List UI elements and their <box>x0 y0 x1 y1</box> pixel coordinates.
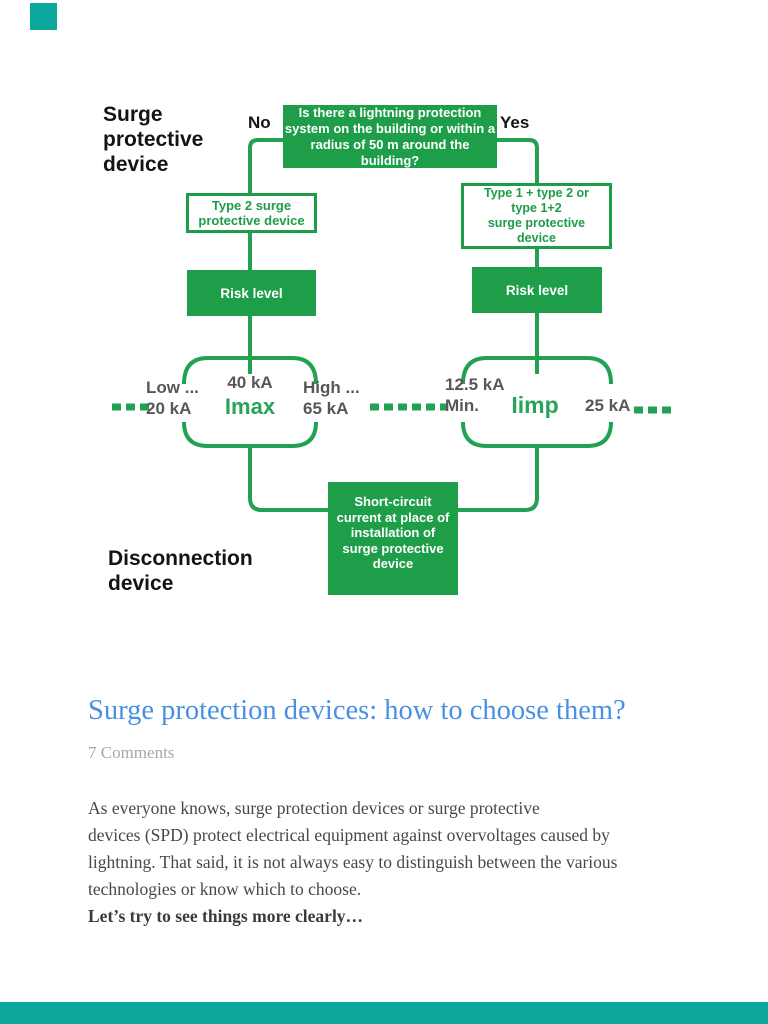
article-callout: Let’s try to see things more clearly… <box>88 906 364 926</box>
page-bottom-decoration <box>0 1002 768 1024</box>
iimp-max-value: 25 kA <box>585 396 631 415</box>
imax-low-value: Low ... 20 kA <box>146 378 199 418</box>
imax-high-value: High ... 65 kA <box>303 378 360 418</box>
imax-nominal-value: 40 kA <box>227 373 273 392</box>
short-circuit-box: Short-circuit current at place of instal… <box>328 482 458 595</box>
article-body-paragraph: As everyone knows, surge protection devi… <box>88 798 618 899</box>
type1-spd-box: Type 1 + type 2 or type 1+2 surge protec… <box>461 183 612 249</box>
risk-level-left-box: Risk level <box>187 270 316 316</box>
no-branch-label: No <box>248 113 271 132</box>
iimp-min-value: 12.5 kA Min. <box>445 375 505 415</box>
article-title: Surge protection devices: how to choose … <box>88 695 626 727</box>
flowchart-connectors <box>112 138 674 512</box>
disconnection-device-label: Disconnection device <box>108 547 253 595</box>
risk-level-right-box: Risk level <box>472 267 602 313</box>
iimp-label: Iimp <box>511 392 559 418</box>
surge-device-label: Surge protective device <box>103 103 204 176</box>
decision-box: Is there a lightning protection system o… <box>283 104 497 168</box>
yes-branch-label: Yes <box>500 113 530 132</box>
comments-count: 7 Comments <box>88 743 175 762</box>
type2-spd-box: Type 2 surge protective device <box>186 193 317 233</box>
page-corner-decoration <box>30 3 57 30</box>
imax-label: Imax <box>224 394 276 419</box>
